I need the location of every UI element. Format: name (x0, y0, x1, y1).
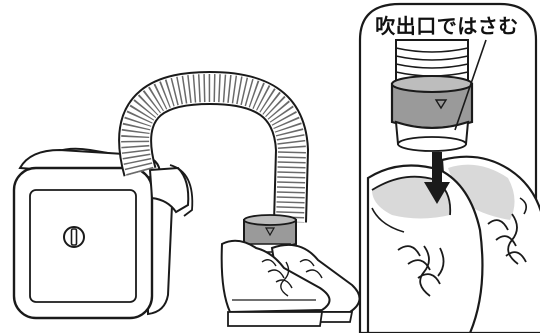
dial-knob-icon (64, 227, 84, 247)
sneakers-large (368, 157, 540, 333)
sneakers-small (222, 241, 360, 326)
dryer-unit (14, 149, 192, 318)
callout-label: 吹出口ではさむ (372, 10, 522, 39)
nozzle-outlet-large (392, 40, 472, 151)
